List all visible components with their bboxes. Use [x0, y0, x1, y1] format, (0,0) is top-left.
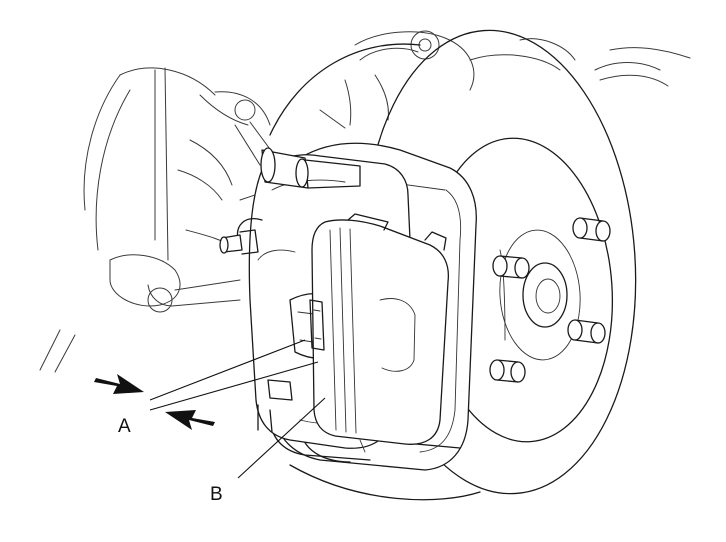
thickness-arrows [94, 374, 215, 430]
upper-guide-pin [260, 147, 361, 189]
wheel-stud [492, 255, 530, 279]
arrow-right-icon [94, 374, 144, 394]
callout-leaders [149, 339, 326, 479]
leader-a-lower [149, 361, 319, 411]
wheel-studs [489, 217, 611, 383]
wheel-hub [499, 229, 581, 361]
label-b: B [210, 484, 223, 505]
pad-retainer-clip [309, 299, 325, 351]
background-suspension [39, 30, 691, 373]
leader-a-upper [149, 339, 306, 401]
brake-pad [311, 213, 450, 453]
bleeder-screw [219, 229, 259, 255]
wheel-stud [572, 217, 611, 242]
label-a: A [118, 416, 131, 437]
wheel-stud [489, 359, 526, 383]
leader-b [237, 397, 326, 479]
wheel-stud [567, 319, 606, 344]
arrow-left-icon [165, 410, 215, 430]
